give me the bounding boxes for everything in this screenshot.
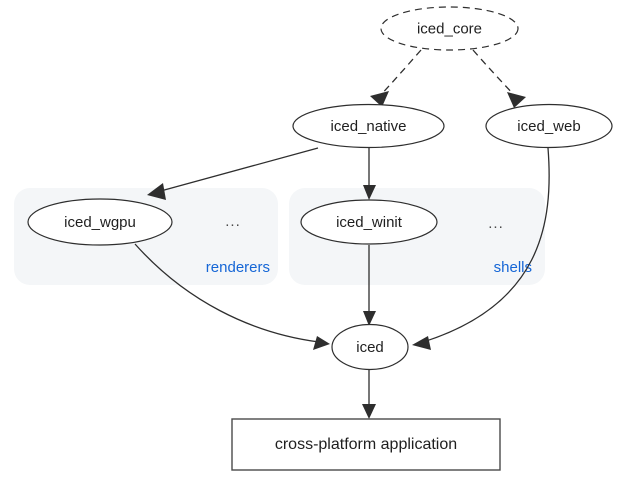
node-iced-wgpu-shape[interactable]	[27, 198, 173, 246]
node-iced-web-label: iced_web	[517, 118, 580, 135]
node-cross-platform-application-shape[interactable]	[231, 418, 501, 471]
node-iced-wgpu[interactable]: iced_wgpu	[27, 198, 173, 246]
node-iced-winit-shape[interactable]	[300, 199, 438, 245]
node-iced-winit[interactable]: iced_winit	[300, 199, 438, 245]
edge-iced-winit-to-iced-arrowhead	[363, 311, 376, 326]
edge-iced-core-to-iced-web	[472, 49, 526, 108]
node-cross-platform-application[interactable]: cross-platform application	[231, 418, 501, 471]
edge-iced-web-to-iced-arrowhead	[412, 336, 431, 350]
edge-iced-native-to-iced-wgpu	[147, 147, 319, 200]
edge-iced-core-to-iced-web-line	[472, 49, 518, 99]
cluster-shells-label: shells	[494, 259, 532, 276]
edge-iced-native-to-iced-winit-arrowhead	[363, 185, 376, 200]
edge-iced-wgpu-to-iced	[134, 243, 330, 350]
cluster-shells-ellipsis: ...	[488, 215, 504, 232]
edge-iced-web-to-iced-line	[422, 147, 550, 343]
edge-iced-wgpu-to-iced-arrowhead	[313, 336, 330, 350]
edge-iced-to-application	[362, 370, 376, 419]
edge-iced-winit-to-iced	[363, 245, 376, 326]
edge-iced-core-to-iced-native	[370, 49, 422, 107]
node-iced-web-shape[interactable]	[485, 103, 613, 149]
cluster-renderers-label: renderers	[206, 259, 270, 276]
node-iced-shape[interactable]	[331, 323, 409, 371]
node-iced-label: iced	[356, 339, 384, 356]
cluster-renderers-ellipsis: ...	[225, 213, 241, 230]
edge-iced-web-to-iced	[412, 147, 550, 350]
edge-iced-core-to-iced-web-arrowhead	[507, 92, 526, 108]
node-iced-core-label: iced_core	[417, 20, 482, 37]
node-iced-native-label: iced_native	[331, 118, 407, 135]
edge-iced-core-to-iced-native-arrowhead	[370, 91, 389, 107]
edge-iced-wgpu-to-iced-line	[134, 243, 320, 343]
node-iced-core[interactable]: iced_core	[380, 6, 519, 51]
node-iced-native[interactable]: iced_native	[292, 103, 445, 149]
node-iced-wgpu-label: iced_wgpu	[64, 214, 136, 231]
edge-iced-core-to-iced-native-line	[378, 49, 422, 98]
node-iced[interactable]: iced	[331, 323, 409, 371]
node-iced-web[interactable]: iced_web	[485, 103, 613, 149]
node-iced-winit-label: iced_winit	[336, 214, 403, 231]
node-iced-core-shape[interactable]	[380, 6, 519, 51]
edge-iced-native-to-iced-wgpu-line	[156, 147, 319, 193]
edge-iced-native-to-iced-wgpu-arrowhead	[147, 183, 166, 200]
node-cross-platform-application-label: cross-platform application	[275, 436, 457, 453]
node-iced-native-shape[interactable]	[292, 103, 445, 149]
edge-iced-native-to-iced-winit	[363, 148, 376, 200]
edge-iced-to-application-arrowhead	[362, 404, 376, 419]
